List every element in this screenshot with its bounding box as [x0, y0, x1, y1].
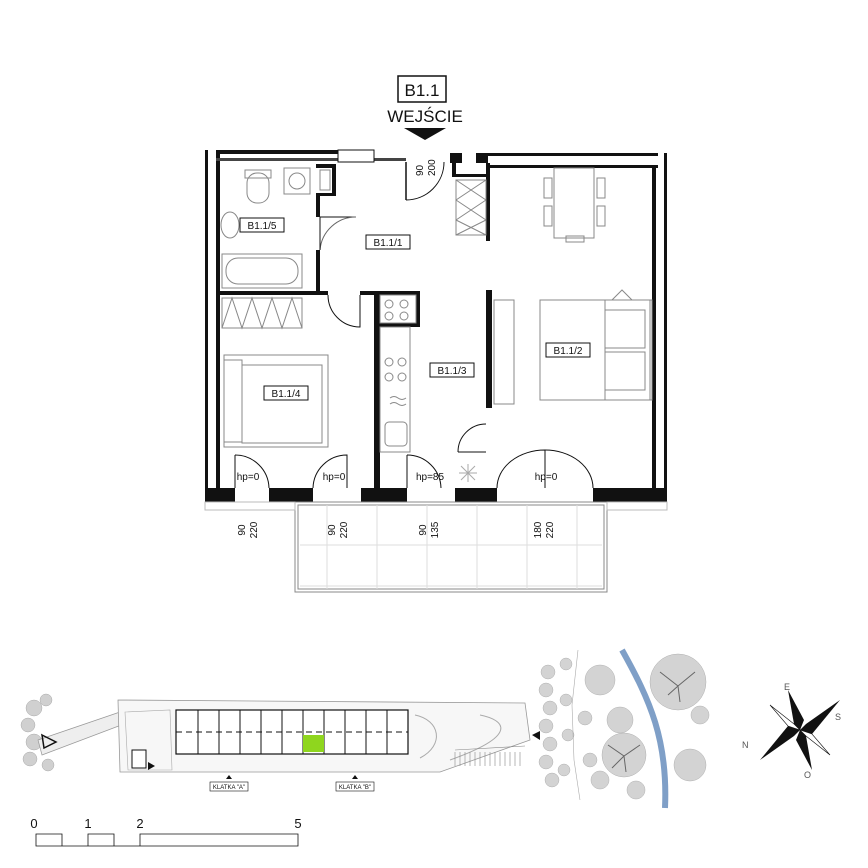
- svg-text:hp=0: hp=0: [535, 472, 558, 483]
- walls: [205, 149, 667, 502]
- room-label: B1.1/2: [554, 346, 583, 357]
- room-label: B1.1/5: [248, 221, 277, 232]
- river: [619, 648, 669, 809]
- furniture: [220, 167, 653, 482]
- doors: [234, 161, 594, 489]
- unit-code: B1.1: [405, 81, 440, 100]
- room-label: B1.1/4: [272, 389, 301, 400]
- svg-text:220: 220: [545, 521, 556, 538]
- svg-text:1: 1: [84, 816, 91, 831]
- unit-code-box: [397, 75, 447, 103]
- svg-text:220: 220: [249, 521, 260, 538]
- entrance-arrow-icon: [404, 128, 446, 140]
- compass-e: E: [784, 682, 790, 692]
- tree-icons: [20, 693, 55, 772]
- room-label: B1.1/3: [438, 366, 467, 377]
- compass-s: S: [835, 712, 841, 722]
- svg-text:90: 90: [418, 524, 429, 536]
- door-dimensions: 90 200 90 220 90 220 90 135 180 220: [237, 159, 556, 538]
- svg-text:220: 220: [339, 521, 350, 538]
- tree-icons: [538, 653, 710, 800]
- svg-text:hp=0: hp=0: [237, 472, 260, 483]
- site-plan: KLATKA "A" KLATKA "B": [20, 648, 710, 809]
- svg-text:0: 0: [30, 816, 37, 831]
- compass-icon: N E S O: [742, 682, 841, 780]
- svg-text:90: 90: [237, 524, 248, 536]
- balcony: [204, 501, 668, 593]
- svg-text:90: 90: [327, 524, 338, 536]
- svg-text:200: 200: [427, 159, 438, 176]
- svg-text:hp=85: hp=85: [416, 472, 445, 483]
- svg-text:hp=0: hp=0: [323, 472, 346, 483]
- entrance-label: WEJŚCIE: [387, 107, 463, 126]
- sill-heights: hp=0 hp=0 hp=85 hp=0: [237, 472, 558, 483]
- stairwell-b-label: KLATKA "B": [339, 785, 371, 791]
- room-label: B1.1/1: [374, 238, 403, 249]
- compass-n: N: [742, 740, 749, 750]
- svg-text:135: 135: [430, 521, 441, 538]
- unit-highlight: [303, 735, 324, 752]
- room-labels: B1.1/5 B1.1/1 B1.1/2 B1.1/3 B1.1/4: [239, 217, 591, 401]
- svg-text:180: 180: [533, 521, 544, 538]
- svg-text:5: 5: [294, 816, 301, 831]
- svg-text:2: 2: [136, 816, 143, 831]
- scale-bar: 0 1 2 5: [30, 816, 302, 847]
- compass-o: O: [804, 770, 811, 780]
- svg-text:90: 90: [415, 164, 426, 176]
- stairwell-a-label: KLATKA "A": [213, 785, 245, 791]
